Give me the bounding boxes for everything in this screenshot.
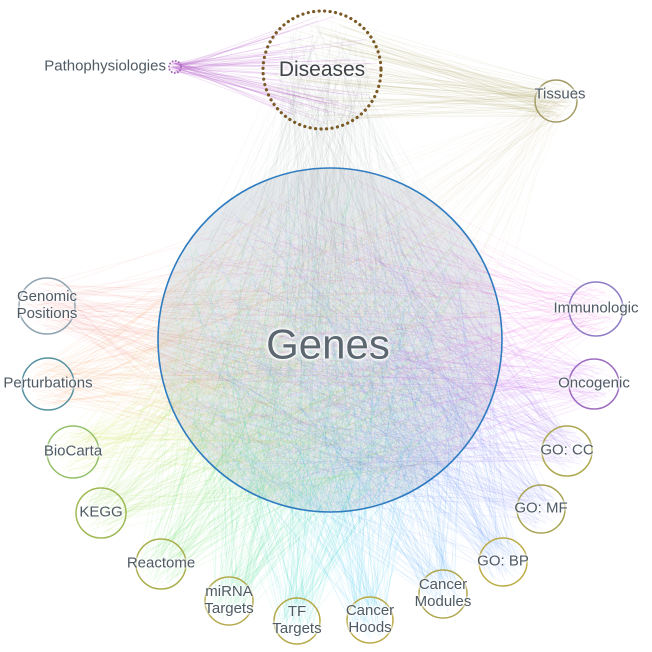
edges-go_cc-genes — [177, 181, 589, 503]
node-biocarta[interactable] — [46, 425, 100, 479]
edges-kegg-genes — [80, 189, 488, 534]
edges-pathophysiologies-diseases — [170, 16, 378, 124]
node-cancer_modules[interactable] — [418, 569, 468, 619]
edges-perturbations-genes — [28, 179, 488, 507]
edges-tissues-diseases — [266, 16, 573, 126]
node-go_mf[interactable] — [516, 484, 566, 534]
node-go_bp[interactable] — [478, 537, 528, 587]
node-tissues[interactable] — [534, 79, 578, 123]
node-mirna_targets[interactable] — [204, 576, 254, 626]
node-reactome[interactable] — [135, 538, 187, 590]
edges-reactome-genes — [139, 176, 483, 585]
node-go_cc[interactable] — [541, 425, 593, 477]
node-oncogenic[interactable] — [568, 358, 620, 410]
edges-tf_targets-genes — [163, 172, 494, 641]
node-kegg[interactable] — [75, 487, 127, 539]
edges-cancer_modules-genes — [172, 185, 483, 614]
node-tf_targets[interactable] — [273, 597, 321, 645]
edges-go_mf-genes — [166, 175, 561, 530]
edges-go_bp-genes — [186, 187, 523, 583]
node-pathophysiologies[interactable] — [168, 60, 182, 74]
node-perturbations[interactable] — [21, 357, 75, 411]
edges-tissues-genes — [161, 85, 573, 500]
edges-cancer_hoods-genes — [179, 202, 486, 639]
edges-genomic_positions-genes — [23, 217, 491, 497]
genes-fill — [158, 168, 502, 512]
edge-bundles — [23, 16, 616, 641]
edges-diseases-genes — [161, 20, 492, 505]
edges-oncogenic-genes — [172, 185, 616, 509]
node-diseases[interactable] — [261, 9, 383, 131]
node-genomic_positions[interactable] — [18, 277, 76, 335]
node-genes[interactable] — [157, 167, 503, 513]
edges-mirna_targets-genes — [171, 175, 475, 621]
node-cancer_hoods[interactable] — [346, 596, 394, 644]
edges-immunologic-genes — [170, 173, 615, 504]
node-immunologic[interactable] — [568, 281, 624, 337]
